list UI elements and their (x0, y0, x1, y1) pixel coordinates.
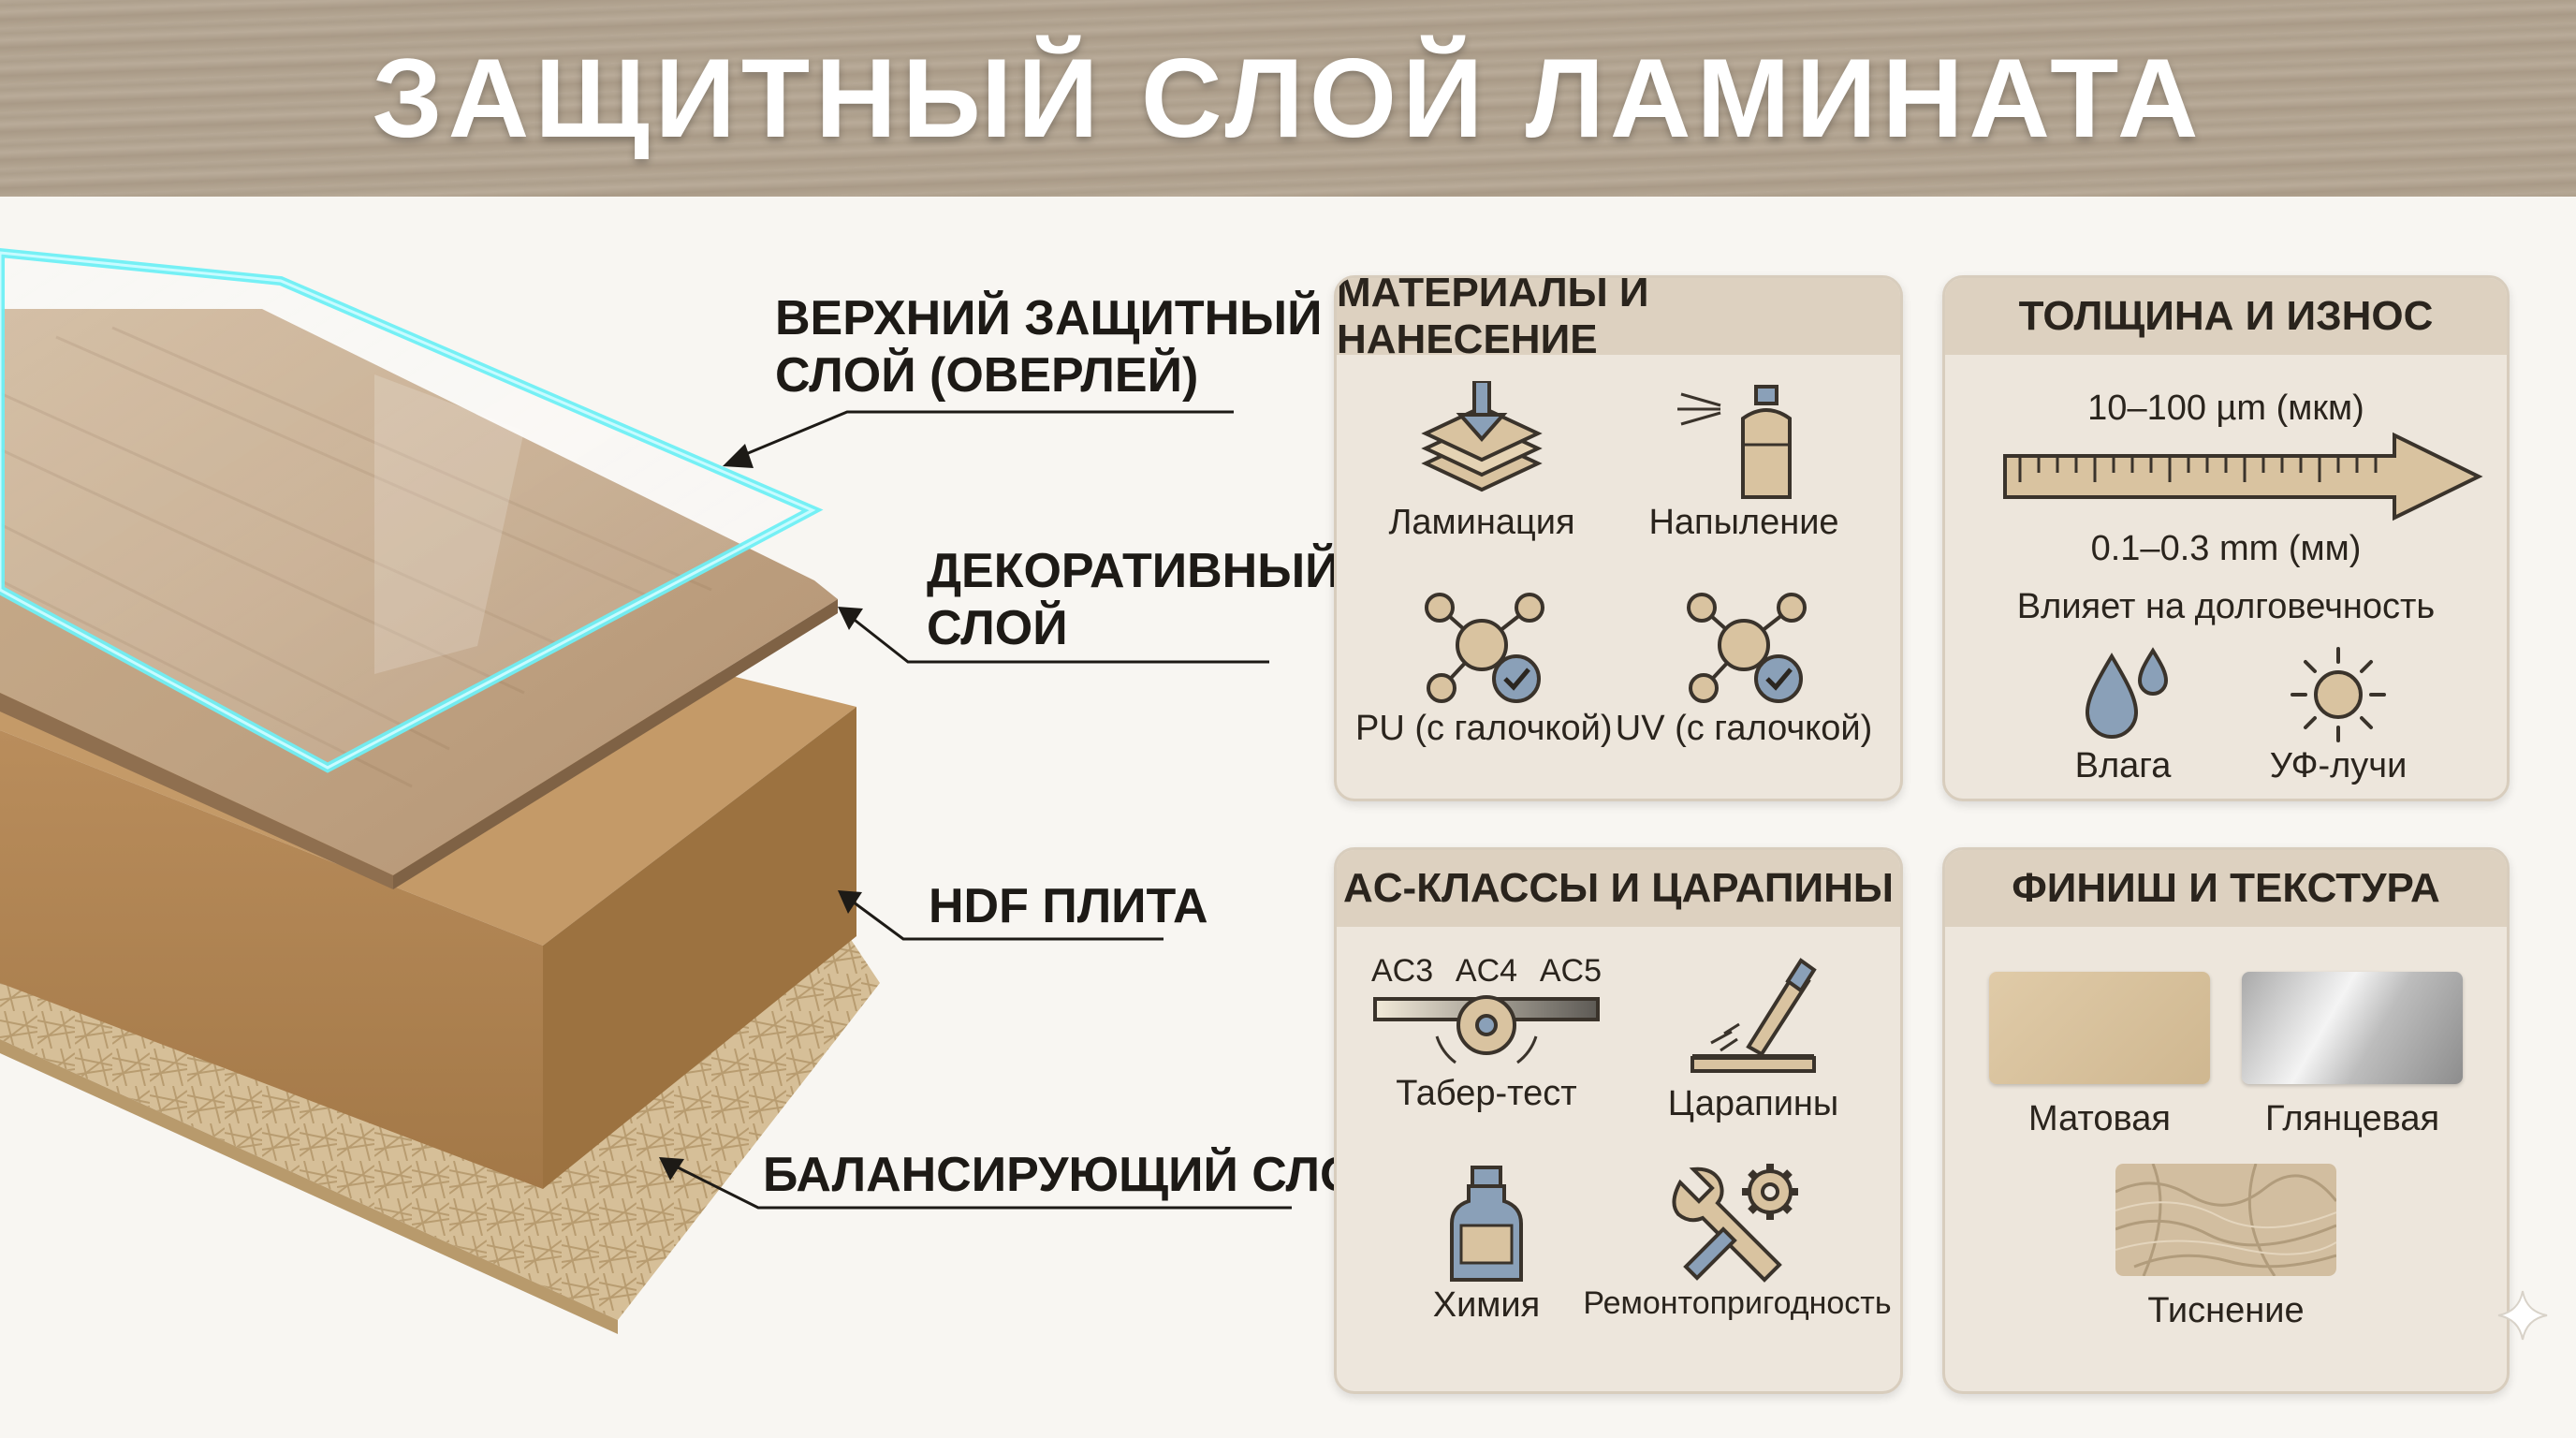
item-pu: PU (с галочкой) (1355, 587, 1613, 749)
sparkle-icon (2497, 1290, 2548, 1341)
chemical-bottle-icon (1450, 1166, 1523, 1282)
scratch-icon (1690, 958, 1817, 1073)
label-balance-text: БАЛАНСИРУЮЩИЙ СЛОЙ (763, 1148, 1393, 1202)
panel-finish: ФИНИШ И ТЕКСТУРА Матовая Глянцевая Тисне… (1942, 847, 2510, 1394)
laminate-layers-illustration (0, 247, 1292, 1334)
embossed-swatch (2115, 1164, 2336, 1276)
wrench-gear-icon (1672, 1164, 1798, 1283)
label-overlay: ВЕРХНИЙ ЗАЩИТНЫЙ СЛОЙ (ОВЕРЛЕЙ) (775, 290, 1322, 405)
title-banner: ЗАЩИТНЫЙ СЛОЙ ЛАМИНАТА (0, 0, 2576, 197)
thickness-range-mm-text: 0.1–0.3 mm (мм) (2090, 529, 2362, 568)
molecule-check-icon (1425, 593, 1544, 703)
item-repairability-label: Ремонтопригодность (1583, 1285, 1892, 1321)
item-embossed-label: Тиснение (2147, 1291, 2305, 1330)
panel-materials-title: МАТЕРИАЛЫ И НАНЕСЕНИЕ (1337, 278, 1900, 362)
item-uv: UV (с галочкой) (1613, 587, 1875, 749)
ruler-arrow-icon (2003, 432, 2483, 521)
overlay-layer (0, 247, 824, 773)
ac4-label: AC4 (1455, 953, 1518, 989)
leader-arrowheads (659, 444, 863, 1181)
item-chemicals: Химия (1379, 1164, 1594, 1326)
page-title: ЗАЩИТНЫЙ СЛОЙ ЛАМИНАТА (372, 36, 2204, 161)
label-hdf-text: HDF ПЛИТА (929, 879, 1208, 933)
item-matte-label: Матовая (2028, 1099, 2171, 1138)
item-pu-label: PU (с галочкой) (1355, 709, 1613, 748)
taber-test-icon (1373, 995, 1600, 1064)
thickness-range-um-text: 10–100 µm (мкм) (2087, 389, 2364, 428)
item-uv-rays: УФ-лучи (2235, 643, 2441, 786)
molecule-check-icon (1687, 593, 1807, 703)
thickness-note: Влияет на долговечность (1945, 587, 2507, 627)
panel-thickness-title: ТОЛЩИНА И ИЗНОС (1945, 278, 2507, 355)
thickness-range-mm: 0.1–0.3 mm (мм) (1945, 529, 2507, 569)
panel-finish-title: ФИНИШ И ТЕКСТУРА (1945, 850, 2507, 927)
item-spraying-label: Напыление (1648, 503, 1839, 542)
item-glossy-label: Глянцевая (2264, 1099, 2440, 1138)
label-balance: БАЛАНСИРУЮЩИЙ СЛОЙ (763, 1147, 1393, 1204)
item-scratches: Царапины (1636, 953, 1870, 1124)
item-spraying: Напыление (1627, 381, 1861, 543)
label-decor: ДЕКОРАТИВНЫЙ СЛОЙ (927, 543, 1340, 658)
item-scratches-label: Царапины (1667, 1084, 1839, 1123)
item-lamination-label: Ламинация (1388, 503, 1575, 542)
panel-ac-classes: AC-КЛАССЫ И ЦАРАПИНЫ AC3 AC4 AC5 Табер-т… (1334, 847, 1903, 1394)
matte-swatch (1989, 972, 2210, 1084)
panel-thickness: ТОЛЩИНА И ИЗНОС 10–100 µm (мкм) 0.1–0.3 … (1942, 275, 2510, 801)
sun-icon (2291, 647, 2386, 742)
diagram-stage: ВЕРХНИЙ ЗАЩИТНЫЙ СЛОЙ (ОВЕРЛЕЙ) ДЕКОРАТИ… (0, 197, 2576, 1438)
item-uv-rays-label: УФ-лучи (2269, 746, 2408, 785)
item-glossy: Глянцевая (2235, 972, 2469, 1139)
item-chemicals-label: Химия (1432, 1285, 1541, 1325)
ac5-label: AC5 (1539, 953, 1602, 989)
item-repairability: Ремонтопригодность (1578, 1164, 1896, 1322)
item-taber-test: AC3 AC4 AC5 Табер-тест (1360, 953, 1613, 1114)
ac3-label: AC3 (1371, 953, 1434, 989)
item-moisture: Влага (2029, 643, 2217, 786)
item-embossed: Тиснение (2104, 1164, 2348, 1331)
panel-materials: МАТЕРИАЛЫ И НАНЕСЕНИЕ Ламинация Напылени… (1334, 275, 1903, 801)
thickness-range-um: 10–100 µm (мкм) (1945, 389, 2507, 429)
item-moisture-label: Влага (2074, 746, 2172, 785)
panel-ac-title: AC-КЛАССЫ И ЦАРАПИНЫ (1337, 850, 1900, 927)
label-overlay-text: ВЕРХНИЙ ЗАЩИТНЫЙ СЛОЙ (ОВЕРЛЕЙ) (775, 291, 1323, 404)
item-uv-label: UV (с галочкой) (1615, 709, 1873, 748)
layers-icon (1421, 381, 1543, 492)
label-hdf: HDF ПЛИТА (929, 878, 1208, 935)
ac-scale-labels: AC3 AC4 AC5 (1360, 953, 1613, 990)
water-drops-icon (2085, 647, 2169, 739)
thickness-note-text: Влияет на долговечность (2016, 587, 2436, 626)
item-lamination: Ламинация (1374, 381, 1589, 543)
item-taber-label: Табер-тест (1396, 1074, 1577, 1113)
label-decor-text: ДЕКОРАТИВНЫЙ СЛОЙ (927, 544, 1340, 656)
leader-lines (664, 410, 1292, 1210)
item-matte: Матовая (1983, 972, 2217, 1139)
glossy-swatch (2242, 972, 2463, 1084)
spray-can-icon (1677, 385, 1792, 499)
